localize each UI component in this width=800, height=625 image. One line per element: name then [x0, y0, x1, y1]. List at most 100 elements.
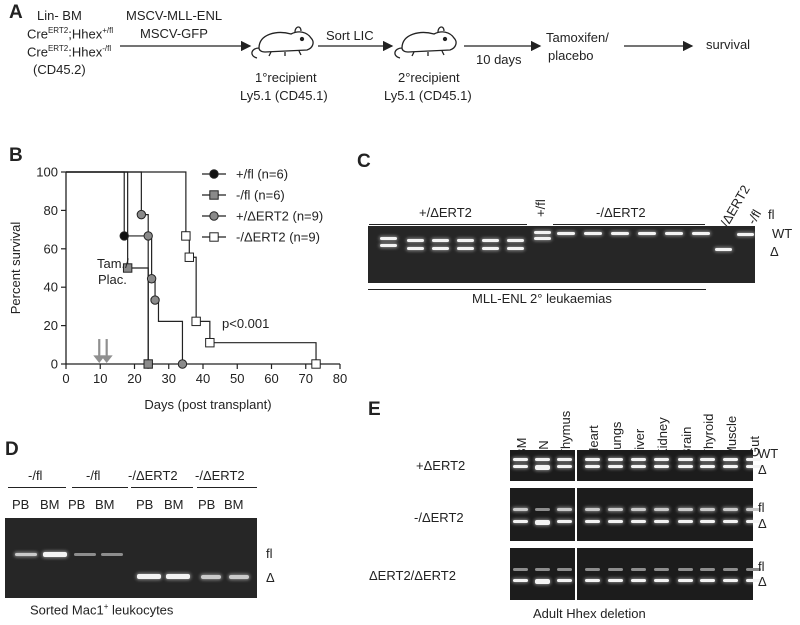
band-label-fl: fl [266, 546, 273, 561]
group-line [197, 487, 257, 488]
delta-band [380, 244, 397, 247]
delta-band [513, 465, 528, 468]
panel-d-caption: Sorted Mac1+ leukocytes [30, 602, 174, 618]
band-label: Δ [758, 462, 767, 477]
upper-band [557, 508, 572, 511]
delay-step: 10 days [476, 52, 522, 67]
delta-band [513, 579, 528, 582]
outcome-step: survival [706, 37, 751, 52]
upper-band [513, 458, 528, 461]
upper-band [631, 508, 646, 511]
wt-band [457, 239, 474, 242]
treatment-line-1: Tamoxifen/ [546, 30, 609, 45]
primary-recipient: 1°recipient [255, 70, 317, 85]
band-label-delta: Δ [266, 570, 275, 585]
curve-marker-3 [146, 274, 157, 284]
x-tick-label: 50 [230, 371, 244, 386]
group-line [72, 487, 128, 488]
gel-e-row-3 [577, 548, 761, 600]
delta-band [631, 465, 646, 468]
delta-band [608, 520, 623, 523]
group-line [131, 487, 193, 488]
upper-band [678, 508, 693, 511]
upper-band [608, 568, 623, 571]
upper-band [585, 458, 600, 461]
legend-marker [209, 190, 219, 200]
upper-band [513, 508, 528, 511]
group-label-null-fl: -/fl [744, 206, 765, 227]
delta-band [654, 520, 669, 523]
genotype-label: +ΔERT2 [416, 458, 466, 473]
delta-band [723, 465, 738, 468]
caption-line [368, 289, 706, 290]
fl-band [15, 553, 37, 556]
d-group-4: -/ΔERT2 [195, 468, 245, 483]
delta-band [229, 575, 249, 579]
curve-marker-2 [143, 359, 153, 369]
legend-marker [209, 232, 219, 242]
y-tick-label: 20 [44, 318, 58, 333]
gel-e-row-2 [577, 488, 761, 541]
upper-band [654, 568, 669, 571]
x-tick-label: 30 [162, 371, 176, 386]
curve-marker-2 [122, 263, 133, 273]
upper-band [700, 508, 715, 511]
delta-band [432, 247, 449, 250]
upper-band [631, 458, 646, 461]
fl-band [665, 232, 683, 235]
wt-band [482, 239, 499, 242]
legend-marker [209, 169, 219, 179]
y-tick-label: 100 [36, 165, 58, 180]
delta-band [746, 520, 761, 523]
delta-band [678, 465, 693, 468]
gel-e-row-1 [510, 450, 575, 481]
survival-curve-4 [66, 171, 317, 364]
upper-band [654, 458, 669, 461]
delta-band [678, 579, 693, 582]
mouse-icon-2 [394, 26, 457, 59]
y-tick-label: 0 [51, 357, 58, 372]
secondary-strain: Ly5.1 (CD45.1) [384, 88, 472, 103]
genotype-label: -/ΔERT2 [414, 510, 464, 525]
delta-band [723, 520, 738, 523]
gel-c [368, 226, 755, 283]
delta-band [535, 520, 550, 525]
delta-band [608, 465, 623, 468]
upper-band [700, 458, 715, 461]
delta-band [585, 465, 600, 468]
gel-e-row-1 [577, 450, 761, 481]
lane-label: BM [95, 497, 115, 512]
x-tick-label: 40 [196, 371, 210, 386]
y-tick-label: 80 [44, 203, 58, 218]
transduction-line-1: MSCV-MLL-ENL [126, 8, 223, 23]
upper-band [535, 458, 550, 461]
delta-band [557, 520, 572, 523]
panel-c-caption: MLL-ENL 2° leukaemias [472, 291, 612, 306]
fl-band [692, 232, 710, 235]
delta-band [723, 579, 738, 582]
panel-e-label: E [368, 399, 381, 420]
upper-band [585, 508, 600, 511]
delta-band [166, 574, 190, 579]
upper-band [608, 508, 623, 511]
wt-band [507, 239, 524, 242]
delta-band [631, 579, 646, 582]
upper-band [678, 568, 693, 571]
delta-band [482, 247, 499, 250]
workflow-diagram [120, 26, 694, 59]
mouse-icon-1 [251, 26, 314, 59]
treatment-arrow-icon [100, 355, 113, 364]
band-label: Δ [758, 516, 767, 531]
delta-band [535, 465, 550, 470]
curve-marker-3 [143, 231, 153, 241]
lane-label: PB [198, 497, 216, 512]
band-label-fl: fl [768, 207, 775, 222]
y-axis-title: Percent survival [8, 222, 23, 315]
treatment-line-2: placebo [548, 48, 594, 63]
upper-band [746, 568, 761, 571]
delta-band [746, 579, 761, 582]
legend-marker [209, 211, 219, 221]
x-tick-label: 80 [333, 371, 347, 386]
upper-band [746, 458, 761, 461]
delta-band [407, 247, 424, 250]
